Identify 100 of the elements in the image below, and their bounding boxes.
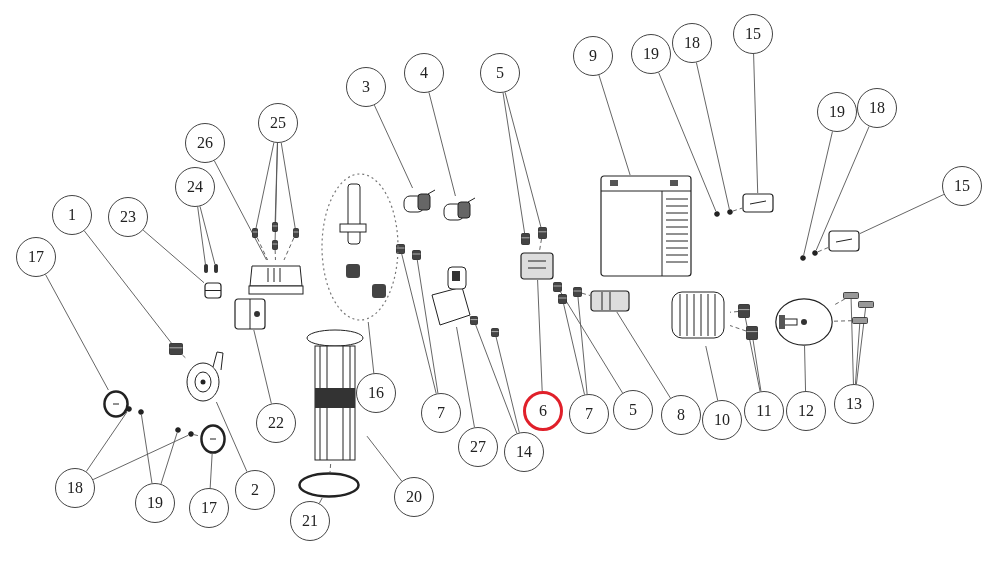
relay-drawing [520, 252, 554, 280]
callout-number: 7 [421, 393, 461, 433]
leader-line [456, 326, 475, 428]
leader-line [45, 274, 109, 391]
callout-number: 23 [108, 197, 148, 237]
connector-drawing [402, 188, 436, 216]
bolt-drawing [746, 326, 758, 340]
callout-number: 15 [942, 166, 982, 206]
leader-line [367, 321, 375, 374]
callout-number: 18 [672, 23, 712, 63]
callout-number: 12 [786, 391, 826, 431]
leader-line [752, 339, 762, 392]
leader-line [366, 435, 403, 482]
assembly-line [256, 237, 269, 261]
assembly-line [732, 207, 743, 212]
callout-number: 26 [185, 123, 225, 163]
assembly-line [538, 238, 542, 253]
callout-number: 15 [733, 14, 773, 54]
callout-number: 7 [569, 394, 609, 434]
leader-line [855, 307, 867, 385]
leader-line [804, 345, 806, 392]
leader-line [274, 142, 278, 241]
callout-number: 25 [258, 103, 298, 143]
callout-number: 19 [631, 34, 671, 74]
callout-number: 18 [857, 88, 897, 128]
leader-line [563, 303, 585, 395]
leader-line [209, 453, 213, 489]
sensor-drawing [590, 290, 630, 312]
callout-number: 24 [175, 167, 215, 207]
callout-number: 16 [356, 373, 396, 413]
bolt-drawing [521, 233, 530, 245]
nut-drawing [812, 250, 818, 256]
callout-number: 6 [523, 391, 563, 431]
connector-drawing [234, 298, 266, 330]
assembly-line [283, 237, 295, 261]
assembly-line [832, 320, 853, 322]
callout-number: 22 [256, 403, 296, 443]
bolt-drawing [272, 222, 278, 232]
bolt-drawing [738, 304, 750, 318]
nut-drawing [175, 427, 181, 433]
leader-line [495, 336, 520, 433]
callout-number: 3 [346, 67, 386, 107]
bolt-drawing [558, 294, 567, 304]
nut-drawing [138, 409, 144, 415]
leader-line [197, 206, 206, 265]
callout-number: 13 [834, 384, 874, 424]
leader-line [577, 296, 588, 395]
leader-line [318, 497, 323, 504]
leader-line [537, 279, 543, 392]
assembly-line [729, 325, 747, 332]
leader-line [744, 317, 761, 392]
leader-line [416, 259, 439, 394]
callout-number: 14 [504, 432, 544, 472]
leader-line [850, 298, 854, 385]
motor-drawing [775, 298, 833, 346]
block-drawing [204, 282, 222, 299]
leader-line [142, 229, 205, 284]
callout-number: 5 [613, 390, 653, 430]
callout-number: 11 [744, 391, 784, 431]
bolt-drawing [573, 287, 582, 297]
sensor-kit-drawing [320, 172, 400, 322]
leader-line [560, 291, 623, 394]
leader-line [253, 329, 272, 404]
leader-line [859, 194, 945, 234]
leader-line [753, 53, 759, 194]
nut-drawing [126, 406, 132, 412]
assembly-line [182, 354, 187, 359]
assembly-line [581, 292, 591, 296]
assembly-line [274, 249, 276, 261]
leader-line [616, 311, 671, 399]
bolt-drawing [858, 301, 874, 308]
bolt-drawing [491, 328, 499, 337]
clip-drawing [204, 264, 208, 273]
nut-drawing [188, 431, 194, 437]
callout-number: 19 [817, 92, 857, 132]
leader-line [160, 432, 178, 485]
leader-line [373, 104, 413, 189]
callout-number: 20 [394, 477, 434, 517]
leader-line [215, 401, 248, 473]
leader-line [705, 345, 719, 401]
callout-number: 2 [235, 470, 275, 510]
bolt-drawing [852, 317, 868, 324]
leader-line [280, 142, 296, 229]
bolt-drawing [272, 240, 278, 250]
bolt-drawing [252, 228, 258, 238]
callout-number: 1 [52, 195, 92, 235]
callout-number: 8 [661, 395, 701, 435]
leader-line [815, 125, 870, 251]
leader-line [85, 411, 128, 472]
leader-line [854, 323, 861, 385]
bolt-drawing [412, 250, 421, 260]
battery-drawing [600, 175, 692, 277]
leader-line [803, 131, 833, 256]
callout-number: 17 [189, 488, 229, 528]
assembly-line [817, 247, 829, 253]
callout-number: 18 [55, 468, 95, 508]
callout-number: 19 [135, 483, 175, 523]
bolt-drawing [293, 228, 299, 238]
cap-drawing [200, 424, 226, 454]
bolt-drawing [538, 227, 547, 239]
